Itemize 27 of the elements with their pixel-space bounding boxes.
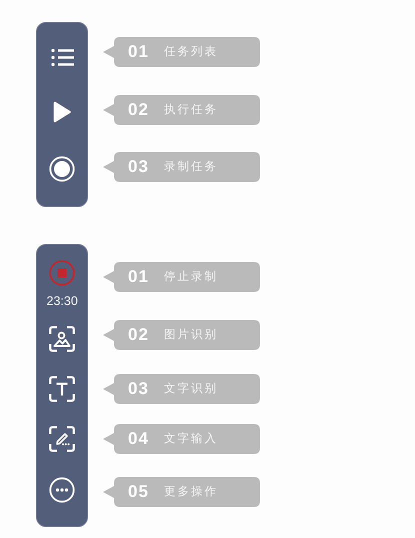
callout-label: 文字识别 [164, 382, 218, 396]
callout-label: 任务列表 [164, 45, 218, 59]
callout-bubble [103, 424, 260, 454]
callout-label: 文字输入 [164, 432, 218, 446]
step-number: 02 [128, 101, 149, 119]
callout-label: 执行任务 [164, 103, 218, 117]
step-number: 01 [128, 43, 149, 61]
step-number: 05 [128, 483, 149, 501]
step-number: 04 [128, 430, 149, 448]
callout-bubble [103, 477, 260, 507]
callout-label: 图片识别 [164, 328, 218, 342]
toolbar-panel [36, 22, 88, 207]
callout-label: 停止录制 [164, 270, 218, 284]
step-number: 02 [128, 326, 149, 344]
timer-text: 23:30 [46, 294, 78, 308]
step-number: 01 [128, 268, 149, 286]
callout-bubble [103, 37, 260, 67]
callout-bubble [103, 152, 260, 182]
callout-bubble [103, 262, 260, 292]
callout-bubble [103, 320, 260, 350]
step-number: 03 [128, 380, 149, 398]
step-number: 03 [128, 158, 149, 176]
callout-label: 录制任务 [164, 160, 218, 174]
callout-bubble [103, 95, 260, 125]
callout-bubble [103, 374, 260, 404]
toolbar-panel [36, 244, 88, 527]
callout-label: 更多操作 [164, 485, 218, 499]
